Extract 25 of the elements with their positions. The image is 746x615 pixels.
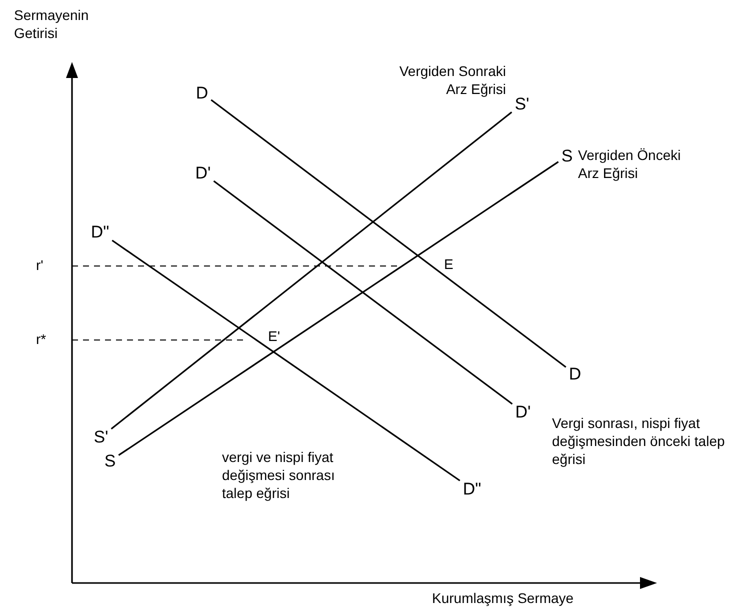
text-label: E (444, 255, 454, 273)
text-label: vergi ve nispi fiyat değişmesi sonrası talep eğrisi (222, 448, 336, 502)
curve-line (213, 180, 513, 405)
text-label: Vergi sonrası, nispi fiyat değişmesinden önceki talep eğrisi (552, 414, 726, 468)
curve-label: D" (462, 480, 482, 498)
curve-label: S (561, 148, 573, 164)
curve-line (210, 99, 566, 368)
text-label: E' (268, 327, 282, 345)
text-label: Vergiden Önceki Arz Eğrisi (578, 146, 682, 182)
text-label: r' (36, 256, 44, 274)
text-label: Vergiden Sonraki Arz Eğrisi (398, 62, 506, 98)
text-label: Kurumlaşmış Sermaye (432, 589, 575, 607)
text-label: r* (36, 330, 48, 348)
text-label: Sermayenin Getirisi (14, 6, 90, 42)
curve-line (110, 112, 512, 430)
curve-label: S' (514, 96, 530, 112)
curve-line (118, 161, 559, 456)
curve-label: D (196, 84, 208, 102)
curve-label: S (104, 452, 116, 470)
curve-label: D" (90, 224, 110, 240)
curve-label: D' (195, 164, 211, 182)
curve-label: S' (94, 428, 108, 446)
curve-label: D' (515, 404, 531, 420)
curve-label: D (568, 366, 582, 382)
curve-line (112, 240, 460, 482)
